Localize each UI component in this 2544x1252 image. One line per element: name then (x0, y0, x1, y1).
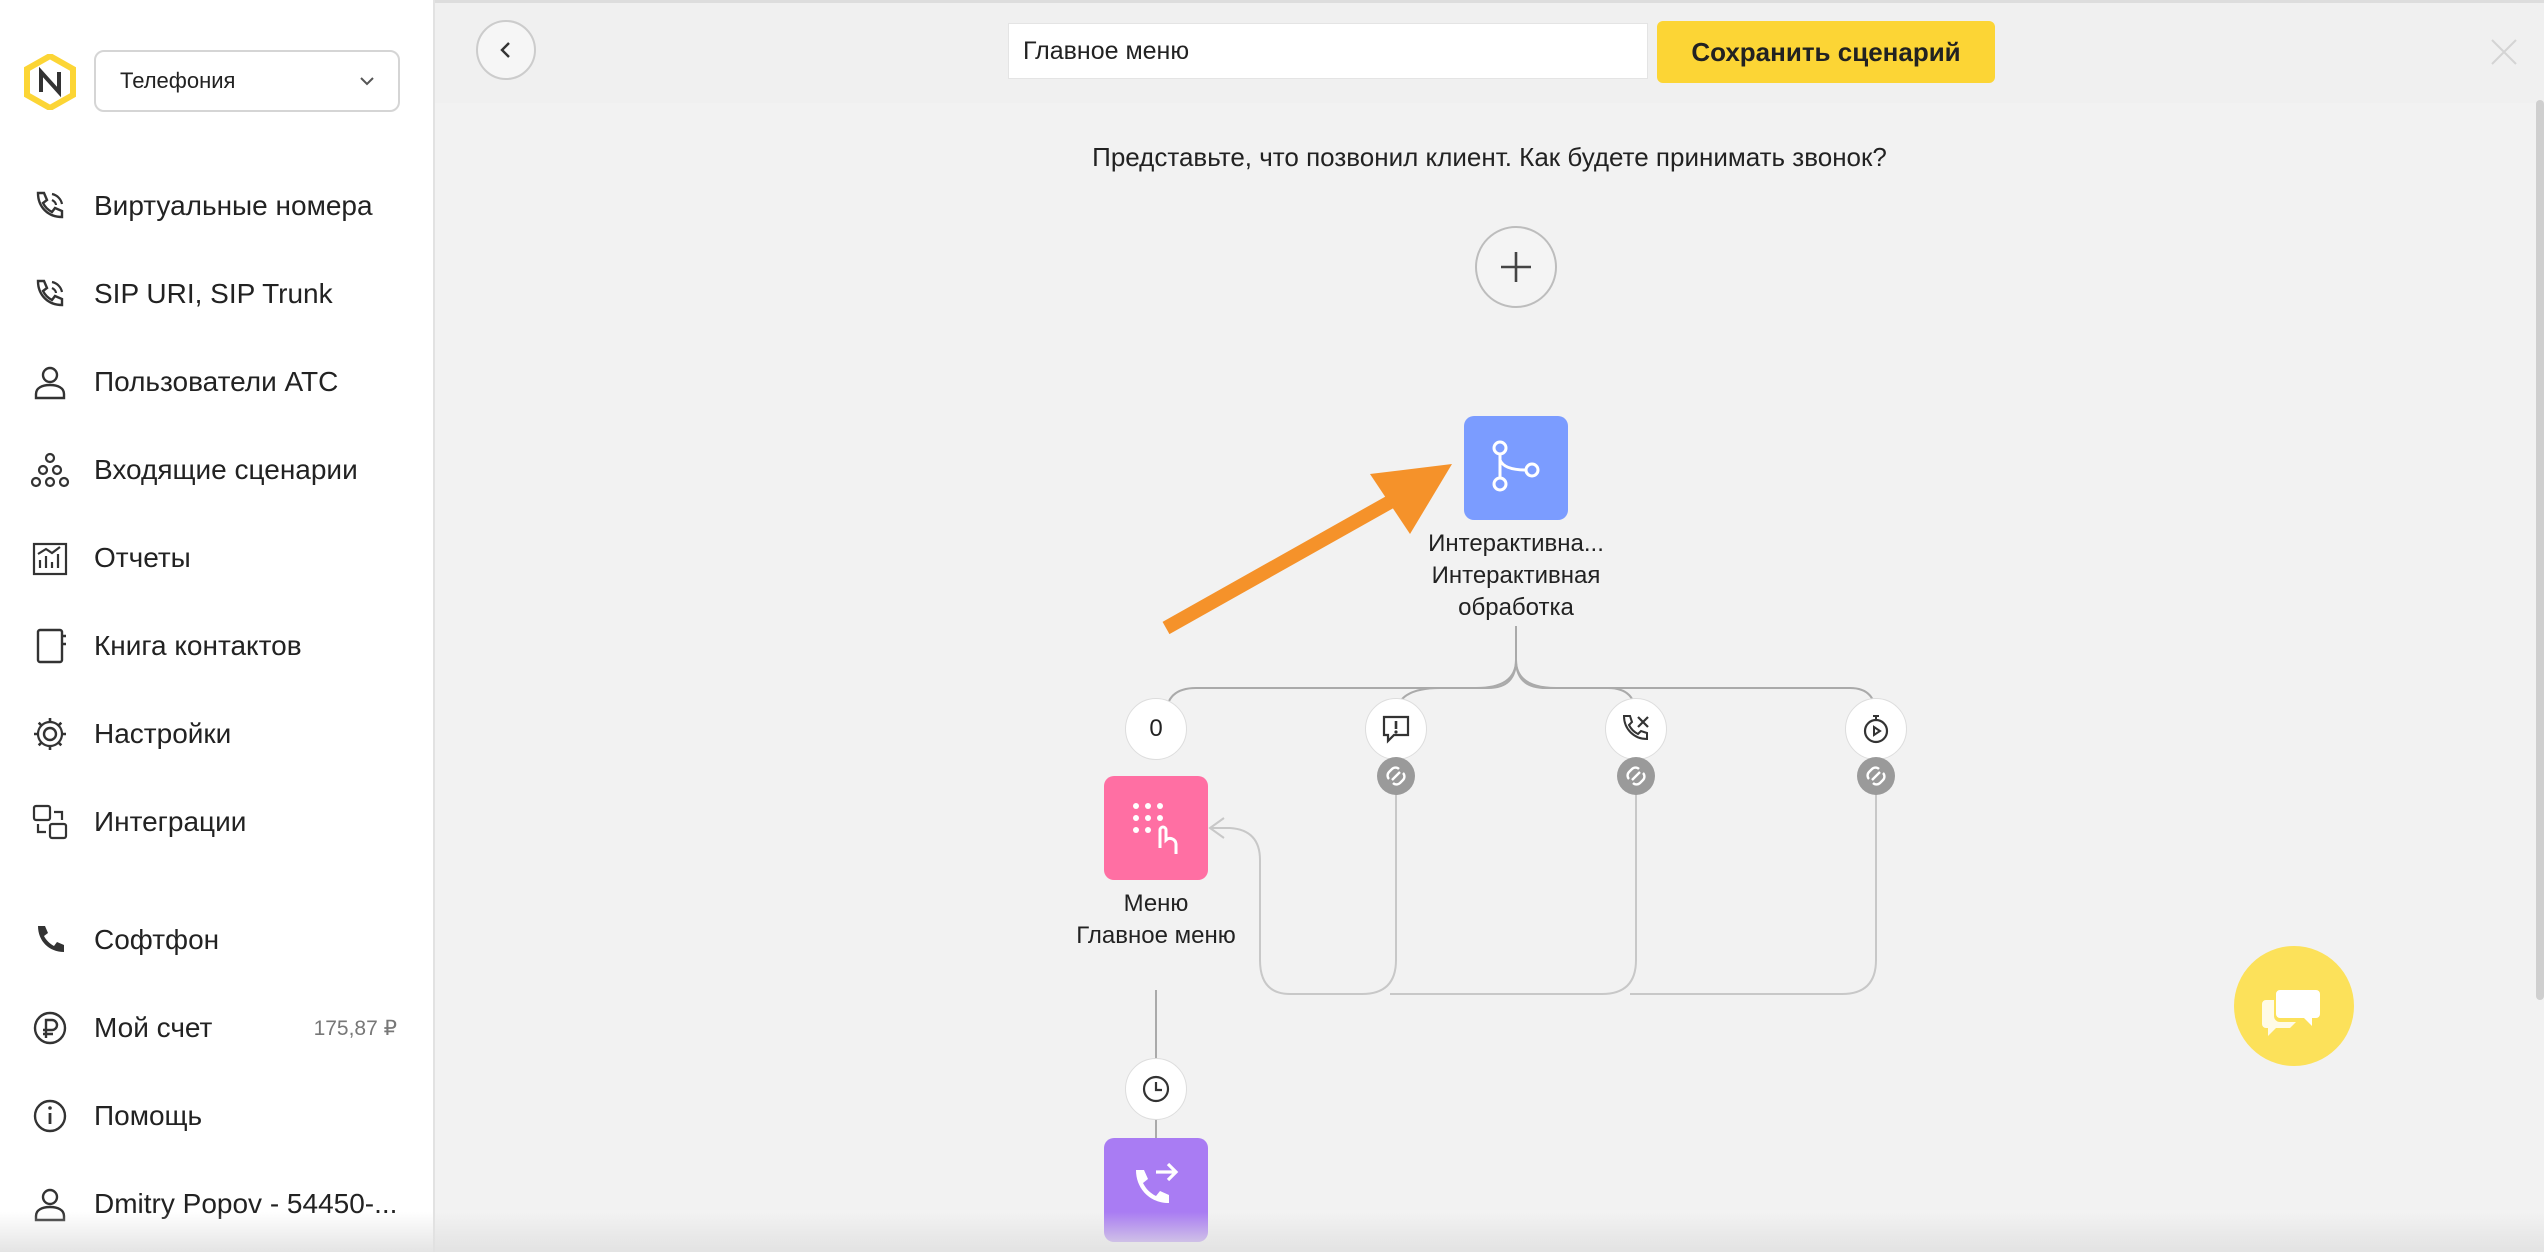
ivr-block[interactable] (1464, 416, 1568, 520)
logo-icon[interactable] (24, 54, 76, 110)
link-icon (1866, 766, 1886, 786)
softphone-icon (38, 926, 64, 952)
nav-label: Софтфон (94, 924, 220, 955)
annotation-arrowhead (1370, 464, 1452, 534)
nav-label: Книга контактов (94, 630, 302, 661)
ivr-block-title: Интерактивна... (1428, 530, 1604, 557)
save-scenario-button[interactable]: Сохранить сценарий (1657, 21, 1995, 83)
support-chat-button[interactable] (2234, 946, 2354, 1066)
keypad-touch-icon (1133, 803, 1178, 854)
branch-link-timeout[interactable] (1857, 757, 1895, 795)
ivr-block-type-1: Интерактивная (1431, 562, 1601, 589)
hierarchy-icon (30, 452, 70, 488)
plus-icon (1501, 252, 1531, 282)
nav-label: Интеграции (94, 806, 247, 837)
integration-icon (32, 804, 68, 840)
error-message-icon (1382, 715, 1410, 744)
branch-link-error[interactable] (1377, 757, 1415, 795)
canvas-scrollbar[interactable] (2536, 100, 2544, 1000)
nav-sip[interactable]: SIP URI, SIP Trunk (0, 264, 433, 324)
scenario-name-input[interactable] (1008, 23, 1648, 79)
nav-contacts-book[interactable]: Книга контактов (0, 616, 433, 676)
menu-block-name: Главное меню (1076, 922, 1236, 949)
bottom-shadow (0, 1212, 2544, 1252)
phone-icon (36, 191, 64, 219)
branch-missed-call[interactable] (1605, 698, 1667, 760)
nav-settings[interactable]: Настройки (0, 704, 433, 764)
user-icon (34, 366, 66, 400)
nav-virtual-numbers[interactable]: Виртуальные номера (0, 176, 433, 236)
info-icon (33, 1099, 67, 1133)
link-icon (1386, 766, 1406, 786)
branch-icon (1492, 440, 1540, 492)
nav-label: SIP URI, SIP Trunk (94, 278, 333, 309)
branch-link-missed[interactable] (1617, 757, 1655, 795)
back-button[interactable] (476, 20, 536, 80)
ivr-block-type-2: обработка (1458, 594, 1574, 621)
annotation-arrow (1162, 477, 1426, 635)
branch-key-0[interactable]: 0 (1125, 698, 1187, 760)
phone-icon (36, 279, 64, 307)
account-balance: 175,87 ₽ (313, 1016, 397, 1040)
clock-icon (1142, 1075, 1170, 1103)
nav-my-account[interactable]: Мой счет 175,87 ₽ (0, 998, 433, 1058)
nav-label: Входящие сценарии (94, 454, 358, 485)
menu-block[interactable] (1104, 776, 1208, 880)
nav-pbx-users[interactable]: Пользователи АТС (0, 352, 433, 412)
menu-block-label: Меню Главное меню (1026, 888, 1286, 952)
nav-label: Настройки (94, 718, 232, 749)
call-transfer-icon (1136, 1162, 1179, 1203)
sidebar: Телефония Виртуальные номера SIP URI, SI… (0, 0, 435, 1252)
link-icon (1626, 766, 1646, 786)
timeout-step[interactable] (1125, 1058, 1187, 1120)
chart-icon (32, 542, 68, 576)
nav-incoming-scenarios[interactable]: Входящие сценарии (0, 440, 433, 500)
chevron-down-icon (360, 77, 374, 86)
chevron-left-icon (500, 42, 510, 58)
nav-reports[interactable]: Отчеты (0, 528, 433, 588)
gear-icon (34, 718, 66, 750)
missed-call-icon (1622, 715, 1649, 741)
nav-label: Виртуальные номера (94, 190, 373, 221)
nav-label: Мой счет (94, 1012, 213, 1043)
nav-softphone[interactable]: Софтфон (0, 910, 433, 970)
nav-label: Помощь (94, 1100, 203, 1131)
ivr-block-label: Интерактивна... Интерактивная обработка (1386, 528, 1646, 624)
book-icon (36, 628, 66, 664)
product-selector-value: Телефония (120, 68, 236, 93)
close-icon[interactable] (2490, 38, 2518, 66)
timer-icon (1863, 715, 1889, 744)
menu-block-type: Меню (1123, 890, 1189, 917)
product-selector[interactable]: Телефония (94, 50, 400, 112)
add-first-step-button[interactable] (1475, 226, 1557, 308)
canvas-prompt: Представьте, что позвонил клиент. Как бу… (1092, 142, 1887, 172)
chat-icon (2262, 990, 2320, 1036)
ruble-icon (33, 1011, 67, 1045)
nav-integrations[interactable]: Интеграции (0, 792, 433, 852)
nav-help[interactable]: Помощь (0, 1086, 433, 1146)
nav-label: Отчеты (94, 542, 191, 573)
nav-label: Пользователи АТС (94, 366, 339, 397)
branch-timeout[interactable] (1845, 698, 1907, 760)
branch-error[interactable] (1365, 698, 1427, 760)
